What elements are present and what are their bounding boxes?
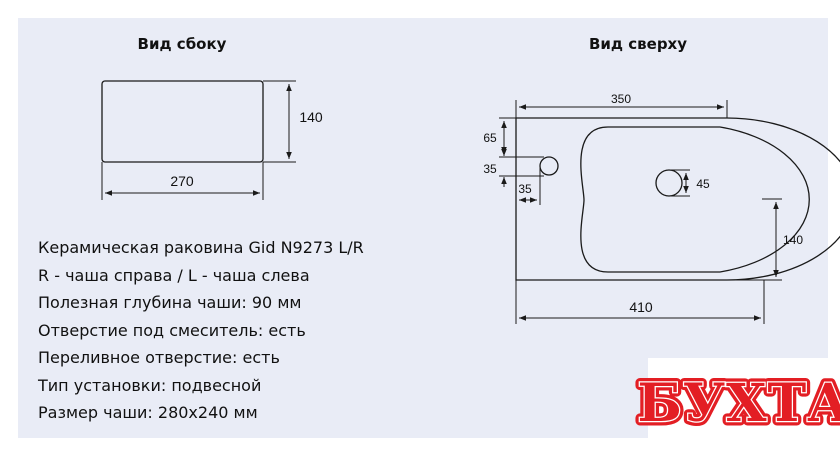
spec-item: Керамическая раковина Gid N9273 L/R: [38, 238, 364, 257]
left-dim-65: 65: [483, 131, 497, 145]
spec-item: R - чаша справа / L - чаша слева: [38, 265, 310, 285]
top-width-label: 350: [611, 92, 631, 106]
side-view-title: Вид сбоку: [138, 35, 227, 53]
drain-dimension: [669, 169, 690, 197]
left-dim-35: 35: [483, 162, 497, 176]
top-width-dimension: [515, 100, 728, 118]
right-height-dimension: [727, 198, 782, 281]
logo-background: [648, 358, 840, 442]
spec-item: Отверстие под смеситель: есть: [38, 320, 306, 340]
spec-item: Переливное отверстие: есть: [38, 348, 280, 367]
spec-item: Полезная глубина чаши: 90 мм: [38, 293, 302, 312]
spec-list: Керамическая раковина Gid N9273 L/R R - …: [38, 234, 364, 427]
faucet-hole: [539, 156, 559, 176]
top-view-outline: [515, 117, 840, 281]
spec-item: Тип установки: подвесной: [38, 375, 262, 395]
bottom-width-dimension: [515, 280, 765, 324]
side-width-dimension: [101, 162, 264, 200]
drain-hole: [655, 169, 683, 197]
side-width-label: 270: [170, 173, 194, 189]
logo-text: БУХТА: [637, 373, 840, 434]
side-view-outline: [101, 80, 264, 163]
bottom-width-label: 410: [629, 299, 653, 315]
side-height-dimension: [263, 80, 296, 163]
top-view-title: Вид сверху: [589, 35, 687, 53]
drain-dim-label: 45: [696, 177, 710, 191]
side-height-label: 140: [299, 109, 323, 125]
bowl-outline: [580, 126, 810, 273]
hole-offset-label: 35: [518, 182, 532, 196]
left-vertical-dimensions: [499, 117, 544, 187]
logo-outline: БУХТА: [637, 373, 840, 434]
hole-offset-dimension: [519, 166, 541, 205]
right-height-label: 140: [783, 233, 803, 247]
spec-item: Размер чаши: 280x240 мм: [38, 403, 258, 422]
